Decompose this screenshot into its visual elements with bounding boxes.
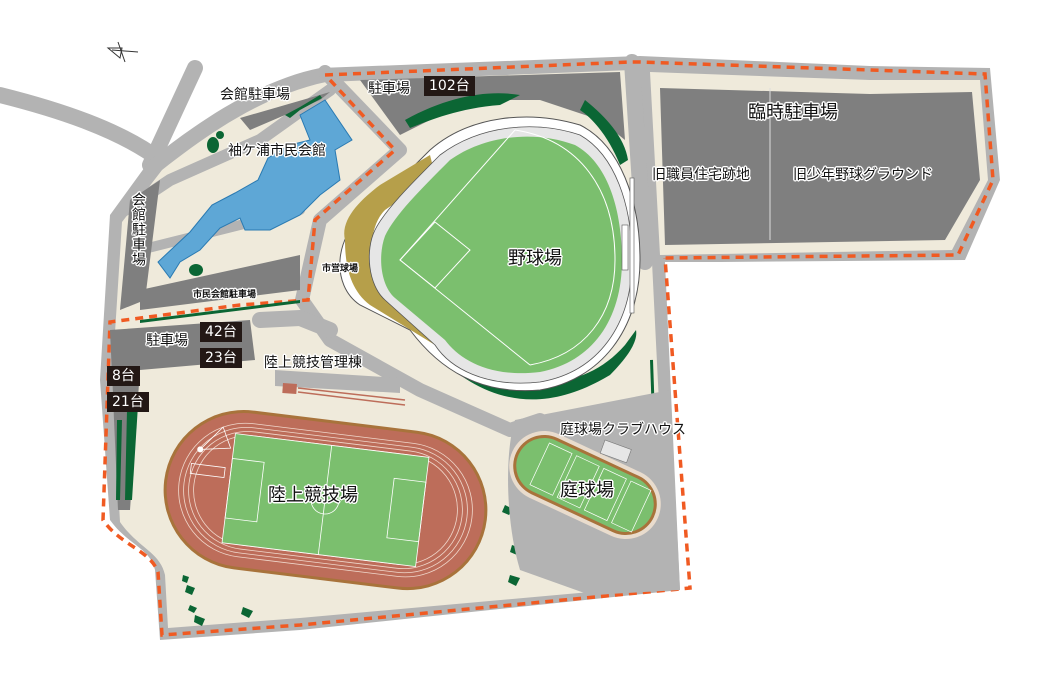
- tennis-clubhouse-label: 庭球場クラブハウス: [560, 422, 686, 438]
- west-lot-count-b-badge: 23台: [200, 348, 242, 368]
- tennis-courts-label: 庭球場: [560, 480, 614, 501]
- baseball-field-label: 野球場: [508, 248, 562, 269]
- temporary-parking-label: 臨時駐車場: [748, 102, 838, 123]
- tennis-courts: [508, 390, 680, 595]
- former-youth-baseball-label: 旧少年野球グラウンド: [793, 167, 933, 183]
- baseball-stadium: [339, 116, 641, 392]
- north-lot-count-badge: 102台: [424, 76, 475, 96]
- athletics-management-building: [275, 370, 406, 406]
- former-staff-housing-label: 旧職員住宅跡地: [652, 167, 750, 183]
- hall-parking-top-label: 会館駐車場: [220, 87, 290, 103]
- south-lot-count-b-badge: 21台: [107, 392, 149, 412]
- athletics-stadium-label: 陸上競技場: [268, 485, 358, 506]
- civic-hall-building: [157, 99, 353, 279]
- west-lot-label: 駐車場: [146, 333, 188, 349]
- civic-hall-parking-label: 市民会館駐車場: [193, 290, 257, 300]
- outer-roads: [0, 60, 203, 173]
- athletics-building-label: 陸上競技管理棟: [264, 355, 362, 371]
- south-lot-count-a-badge: 8台: [107, 366, 140, 386]
- athletics-stadium: [163, 410, 488, 591]
- civic-hall-label: 袖ケ浦市民会館: [228, 143, 326, 159]
- north-arrow-icon: [106, 41, 139, 63]
- municipal-baseball-label: 市営球場: [322, 264, 359, 274]
- north-lot-label: 駐車場: [368, 81, 410, 97]
- west-lot-count-a-badge: 42台: [200, 322, 242, 342]
- hall-parking-side-label: 会館駐車場: [130, 192, 146, 267]
